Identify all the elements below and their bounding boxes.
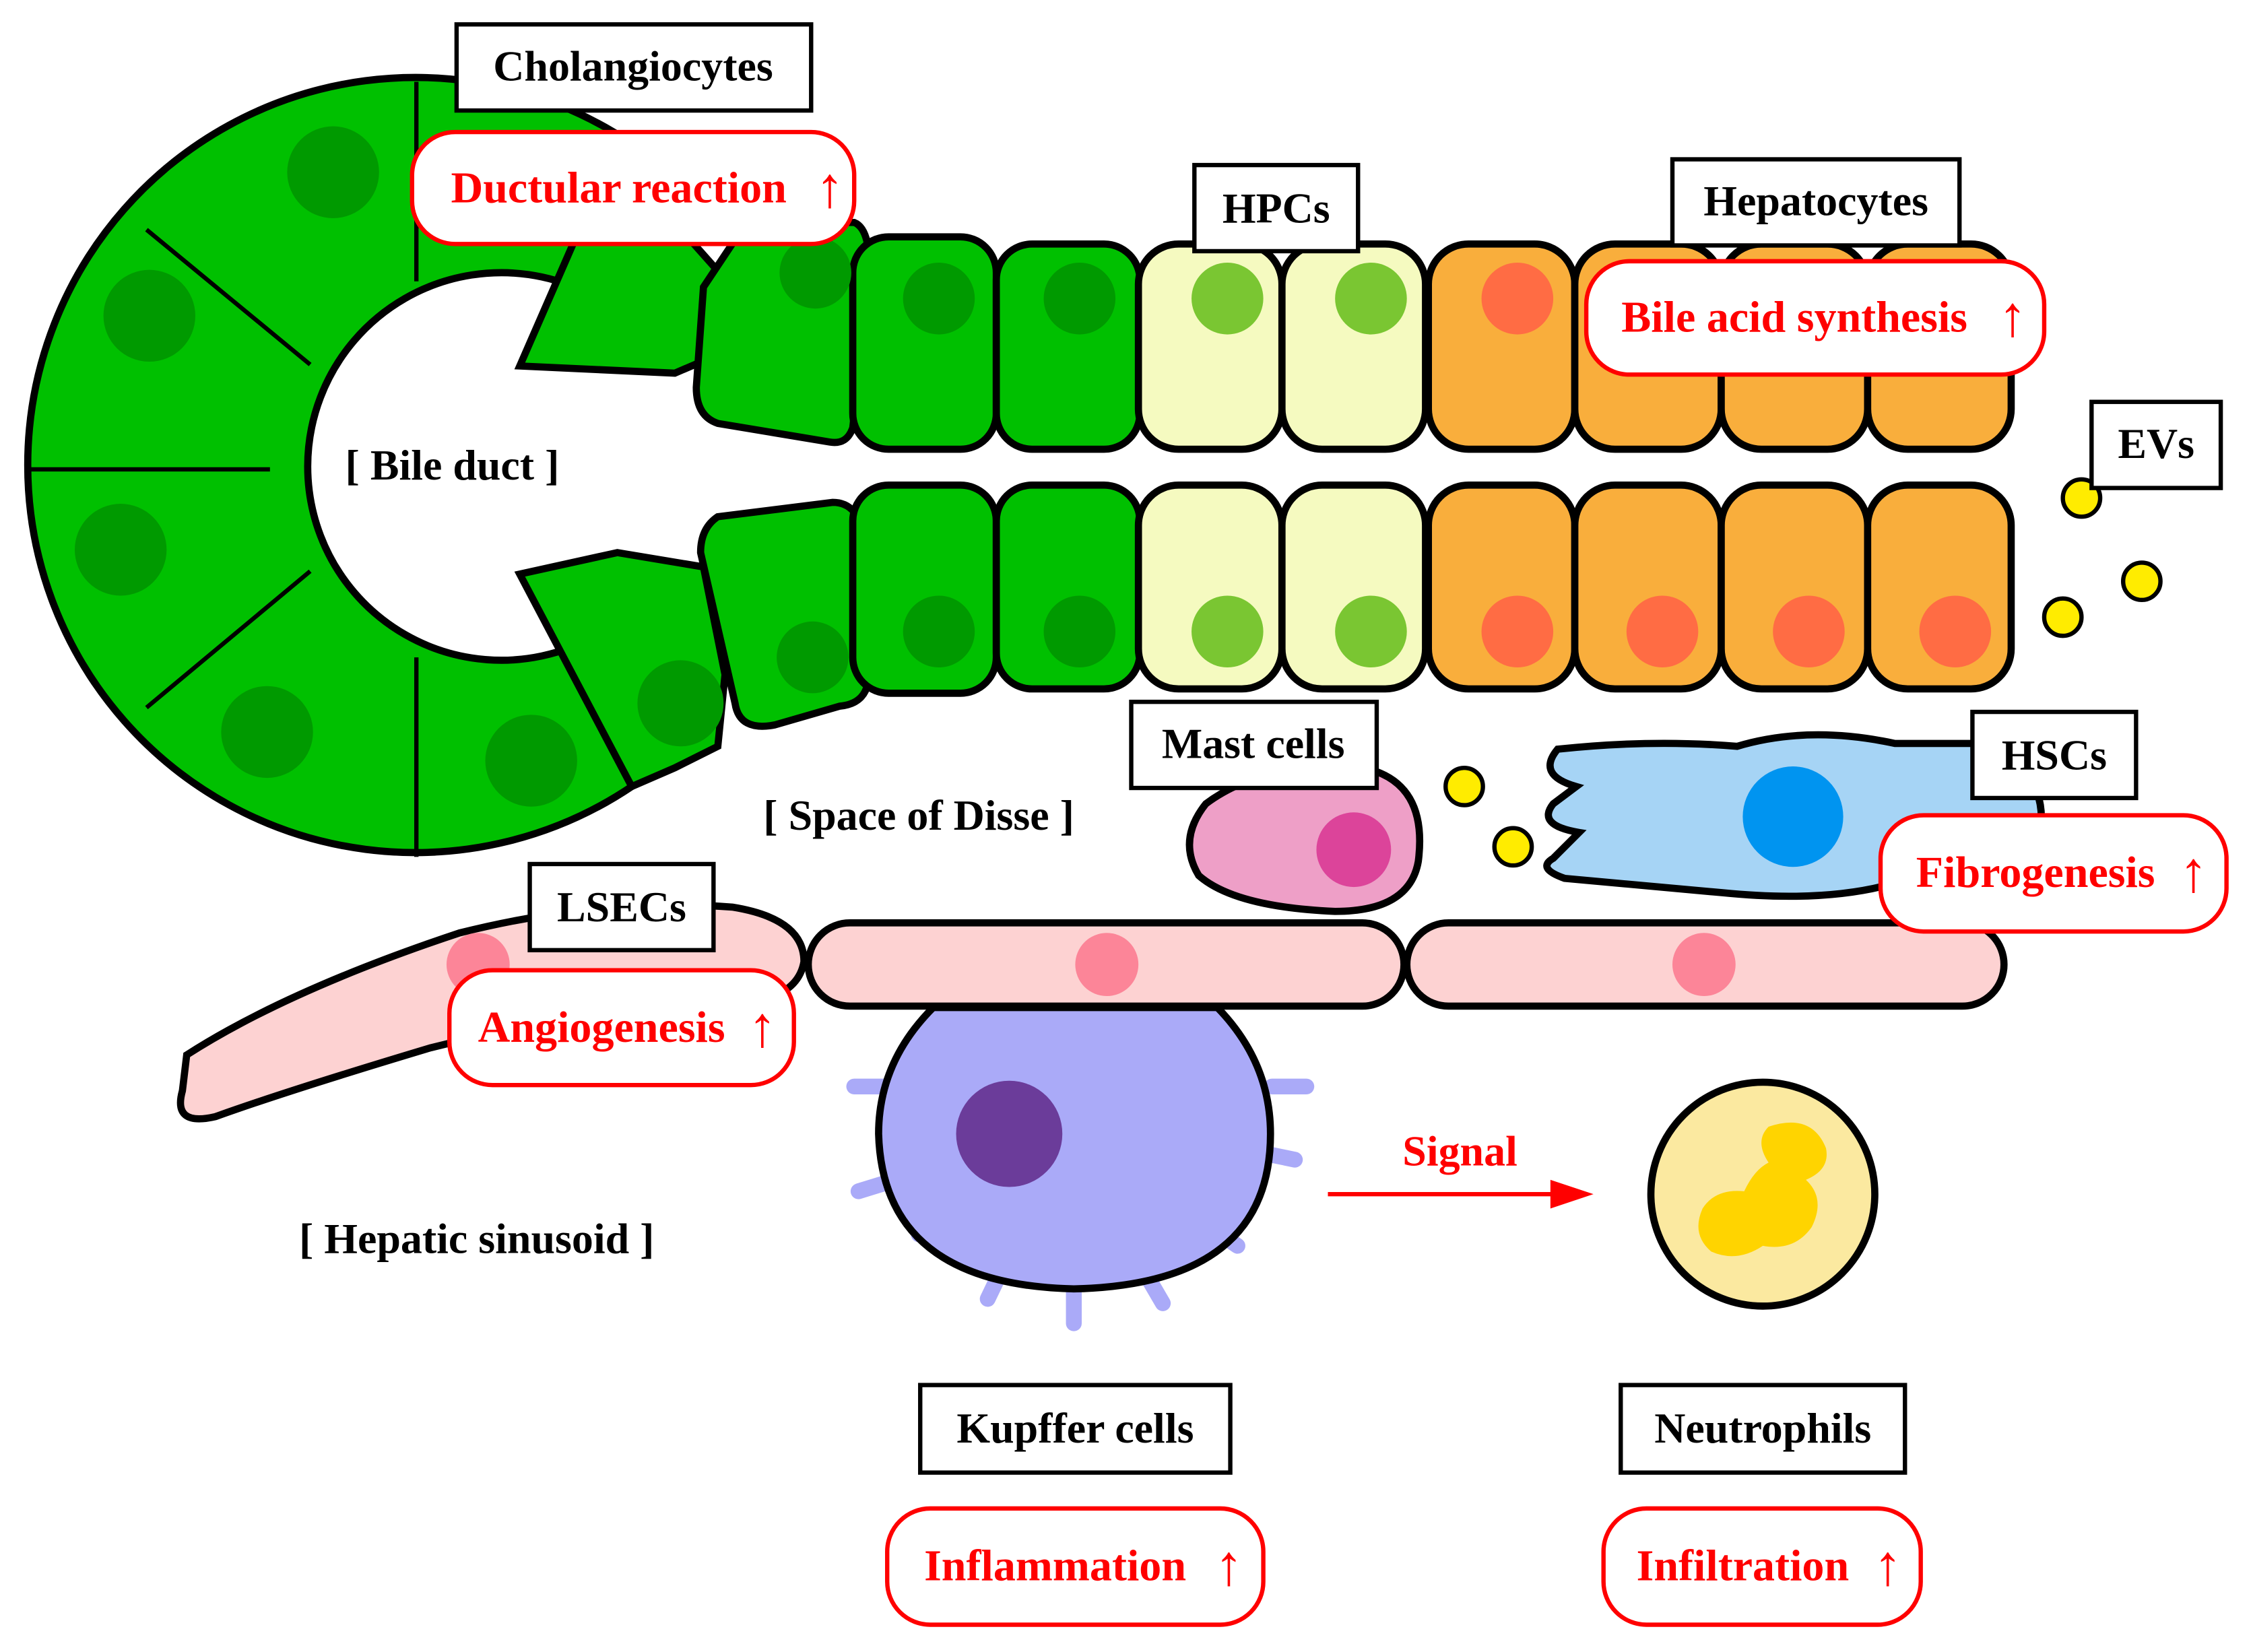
ductular-reaction-box: Ductular reaction ↑ [410, 129, 857, 246]
hpc-cells [1134, 240, 1429, 693]
hepatic-sinusoid-label: [ Hepatic sinusoid ] [299, 1215, 654, 1263]
hscs-label: HSCs [2002, 731, 2107, 779]
up-arrow-icon: ↑ [1873, 1534, 1902, 1597]
fibrogenesis-box: Fibrogenesis ↑ [1878, 813, 2229, 934]
cholangiocytes-label: Cholangiocytes [493, 42, 773, 90]
kupffer-cell [846, 1003, 1315, 1331]
hepatocytes-label: Hepatocytes [1703, 177, 1928, 225]
angiogenesis-label: Angiogenesis [478, 1003, 725, 1052]
inflammation-label: Inflammation [924, 1541, 1186, 1590]
ev-dot [1492, 826, 1534, 868]
fibrogenesis-label: Fibrogenesis [1916, 848, 2155, 897]
bile-acid-synthesis-label: Bile acid synthesis [1621, 292, 1967, 341]
neutrophil-cell [1647, 1078, 1879, 1310]
neutrophils-label-box: Neutrophils [1619, 1383, 1907, 1475]
hpcs-label: HPCs [1222, 184, 1330, 232]
mast-cells-label-box: Mast cells [1129, 699, 1379, 791]
up-arrow-icon: ↑ [1214, 1534, 1243, 1597]
angiogenesis-box: Angiogenesis ↑ [447, 968, 796, 1088]
hpcs-label-box: HPCs [1192, 162, 1361, 254]
tubule-nuclei [637, 236, 1116, 747]
ductular-reaction-label: Ductular reaction [451, 163, 787, 212]
kupffer-cells-label: Kupffer cells [956, 1404, 1194, 1452]
up-arrow-icon: ↑ [1998, 286, 2027, 349]
evs-label: EVs [2118, 420, 2194, 467]
hscs-label-box: HSCs [1970, 709, 2139, 801]
hepatocytes-label-box: Hepatocytes [1670, 157, 1962, 248]
infiltration-label: Infiltration [1637, 1541, 1850, 1590]
cholangiocytes-label-box: Cholangiocytes [454, 22, 814, 113]
evs-label-box: EVs [2089, 399, 2223, 490]
signal-arrow [1328, 1179, 1594, 1209]
lsecs-label: LSECs [557, 883, 686, 931]
bile-duct-label: [ Bile duct ] [346, 441, 560, 489]
extracellular-vesicles [1443, 477, 2163, 868]
signal-label: Signal [1402, 1127, 1518, 1175]
inflammation-box: Inflammation ↑ [885, 1506, 1266, 1627]
up-arrow-icon: ↑ [2179, 840, 2208, 904]
mast-cells-label: Mast cells [1162, 719, 1345, 767]
ev-dot [1443, 765, 1485, 807]
ev-dot [2042, 596, 2084, 638]
ev-dot [2120, 560, 2163, 603]
lsecs-label-box: LSECs [527, 861, 716, 953]
duct-cell-borders [28, 81, 419, 857]
up-arrow-icon: ↑ [748, 996, 777, 1059]
kupffer-cells-label-box: Kupffer cells [918, 1383, 1233, 1475]
neutrophils-label: Neutrophils [1654, 1404, 1871, 1452]
mast-cell [1185, 763, 1424, 915]
infiltration-box: Infiltration ↑ [1601, 1506, 1923, 1627]
duct-nuclei [74, 126, 577, 807]
bile-acid-synthesis-box: Bile acid synthesis ↑ [1584, 259, 2047, 377]
cholangiocytes-group [24, 73, 1144, 857]
space-of-disse-label: [ Space of Disse ] [763, 791, 1074, 839]
up-arrow-icon: ↑ [816, 156, 845, 220]
